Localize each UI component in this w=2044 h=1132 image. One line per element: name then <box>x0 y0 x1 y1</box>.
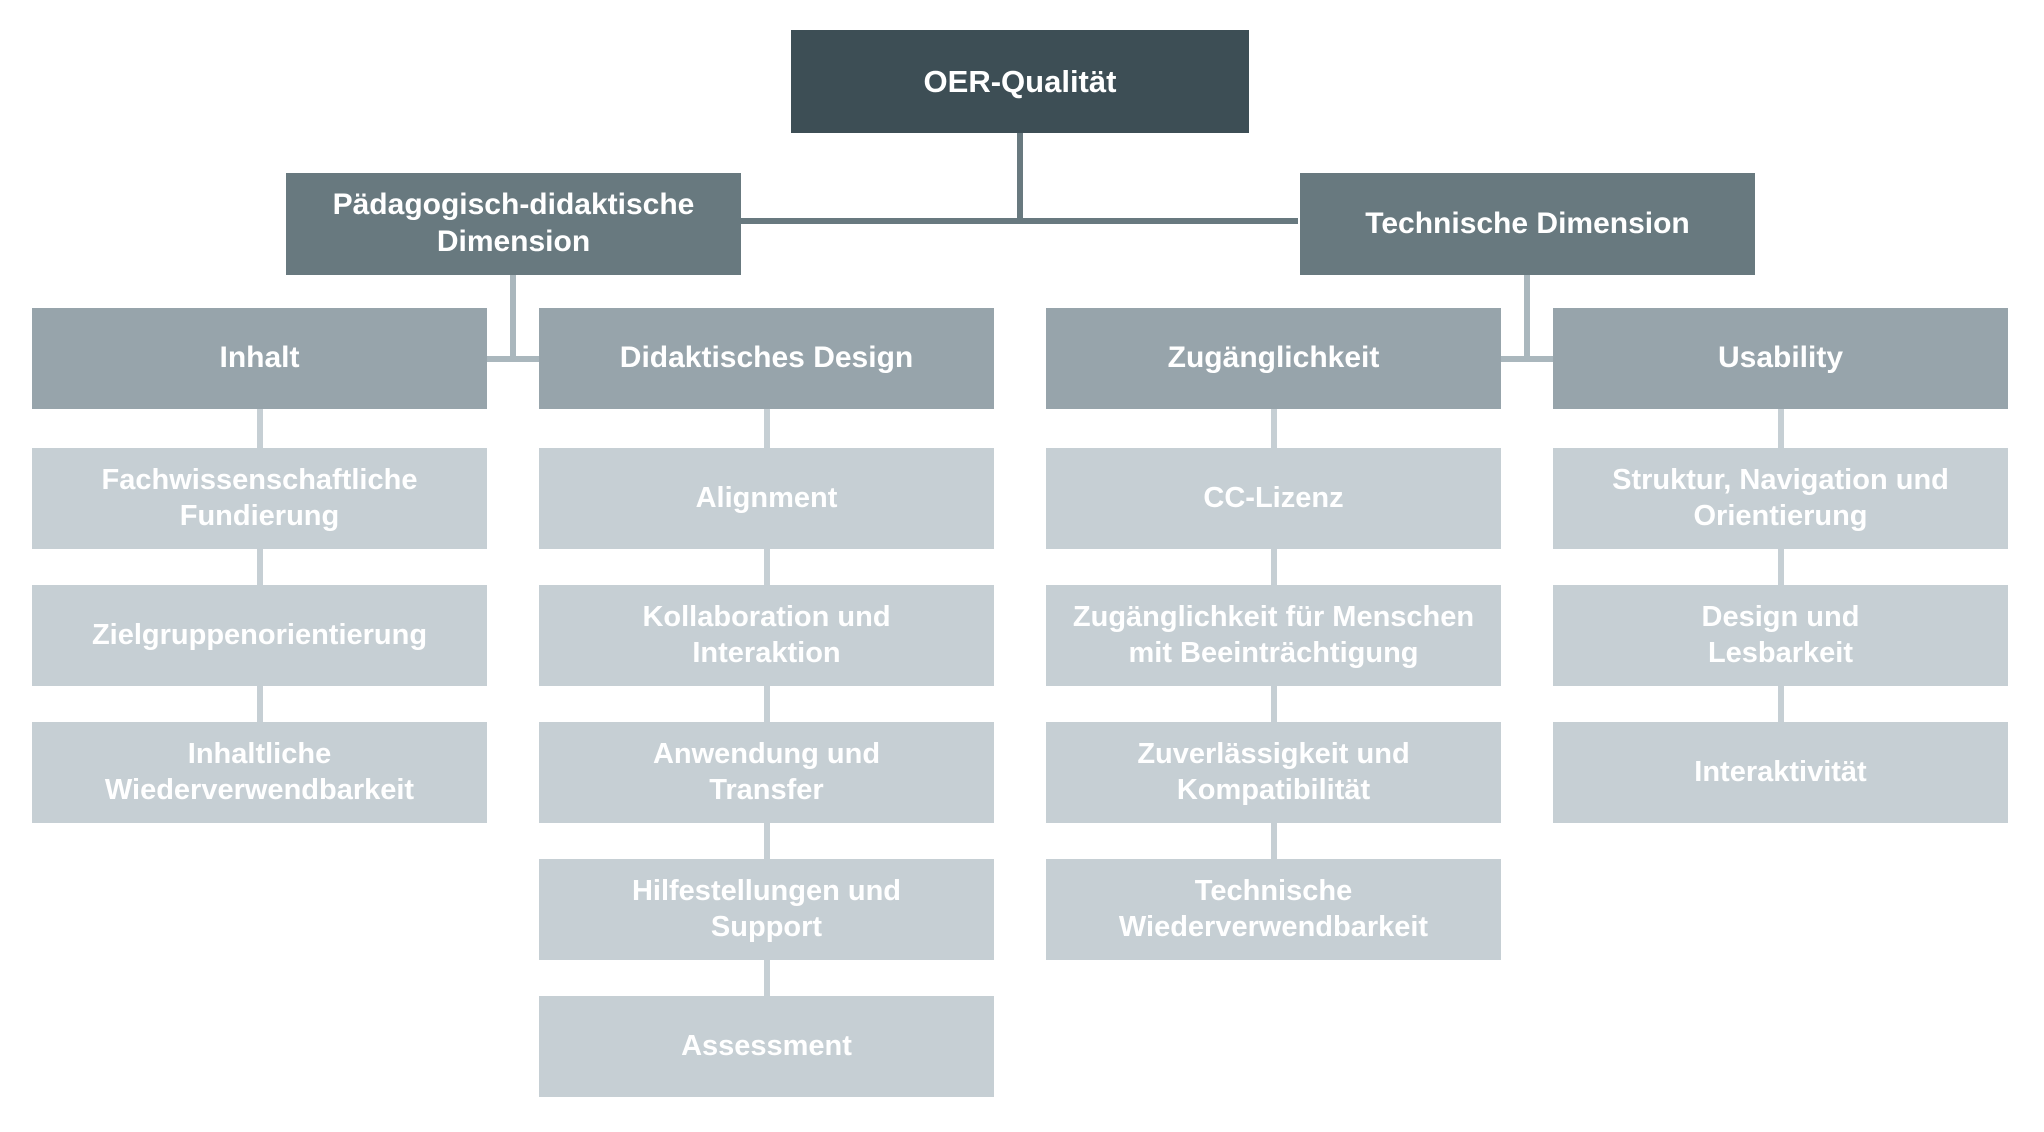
connector-dimension-right-horizontal <box>1501 356 1553 362</box>
connector-dimension-left-vertical <box>510 275 516 361</box>
criterion-node-design-und-lesbarkeit: Design und Lesbarkeit <box>1553 585 2008 686</box>
category-node-didaktisches-design: Didaktisches Design <box>539 308 994 409</box>
criterion-node-anwendung-und-transfer: Anwendung und Transfer <box>539 722 994 823</box>
criterion-node-cc-lizenz: CC-Lizenz <box>1046 448 1501 549</box>
criterion-node-alignment: Alignment <box>539 448 994 549</box>
criterion-node-assessment: Assessment <box>539 996 994 1097</box>
criterion-node-zielgruppenorientierung: Zielgruppenorientierung <box>32 585 487 686</box>
connector-column-inhalt <box>257 409 263 722</box>
criterion-node-kollaboration-und-interaktion: Kollaboration und Interaktion <box>539 585 994 686</box>
criterion-node-technische-wiederverwendbarkeit: Technische Wiederverwendbarkeit <box>1046 859 1501 960</box>
category-node-inhalt: Inhalt <box>32 308 487 409</box>
criterion-node-zugaenglichkeit-fuer-menschen-mit-beeintraechtigung: Zugänglichkeit für Menschen mit Beeinträ… <box>1046 585 1501 686</box>
category-node-zugaenglichkeit: Zugänglichkeit <box>1046 308 1501 409</box>
root-node-oer-qualitaet: OER-Qualität <box>791 30 1249 133</box>
connector-root-horizontal <box>741 218 1298 224</box>
connector-column-didaktisches-design <box>764 409 770 996</box>
dimension-node-paedagogisch-didaktisch: Pädagogisch-didaktische Dimension <box>286 173 741 275</box>
connector-dimension-right-vertical <box>1524 275 1530 361</box>
criterion-node-zuverlaessigkeit-und-kompatibilitaet: Zuverlässigkeit und Kompatibilität <box>1046 722 1501 823</box>
criterion-node-struktur-navigation-und-orientierung: Struktur, Navigation und Orientierung <box>1553 448 2008 549</box>
connector-dimension-left-horizontal <box>487 356 539 362</box>
connector-column-usability <box>1778 409 1784 722</box>
dimension-node-technisch: Technische Dimension <box>1300 173 1755 275</box>
category-node-usability: Usability <box>1553 308 2008 409</box>
connector-root-vertical <box>1017 133 1023 224</box>
criterion-node-inhaltliche-wiederverwendbarkeit: Inhaltliche Wiederverwendbarkeit <box>32 722 487 823</box>
criterion-node-interaktivitaet: Interaktivität <box>1553 722 2008 823</box>
criterion-node-hilfestellungen-und-support: Hilfestellungen und Support <box>539 859 994 960</box>
criterion-node-fachwissenschaftliche-fundierung: Fachwissenschaftliche Fundierung <box>32 448 487 549</box>
